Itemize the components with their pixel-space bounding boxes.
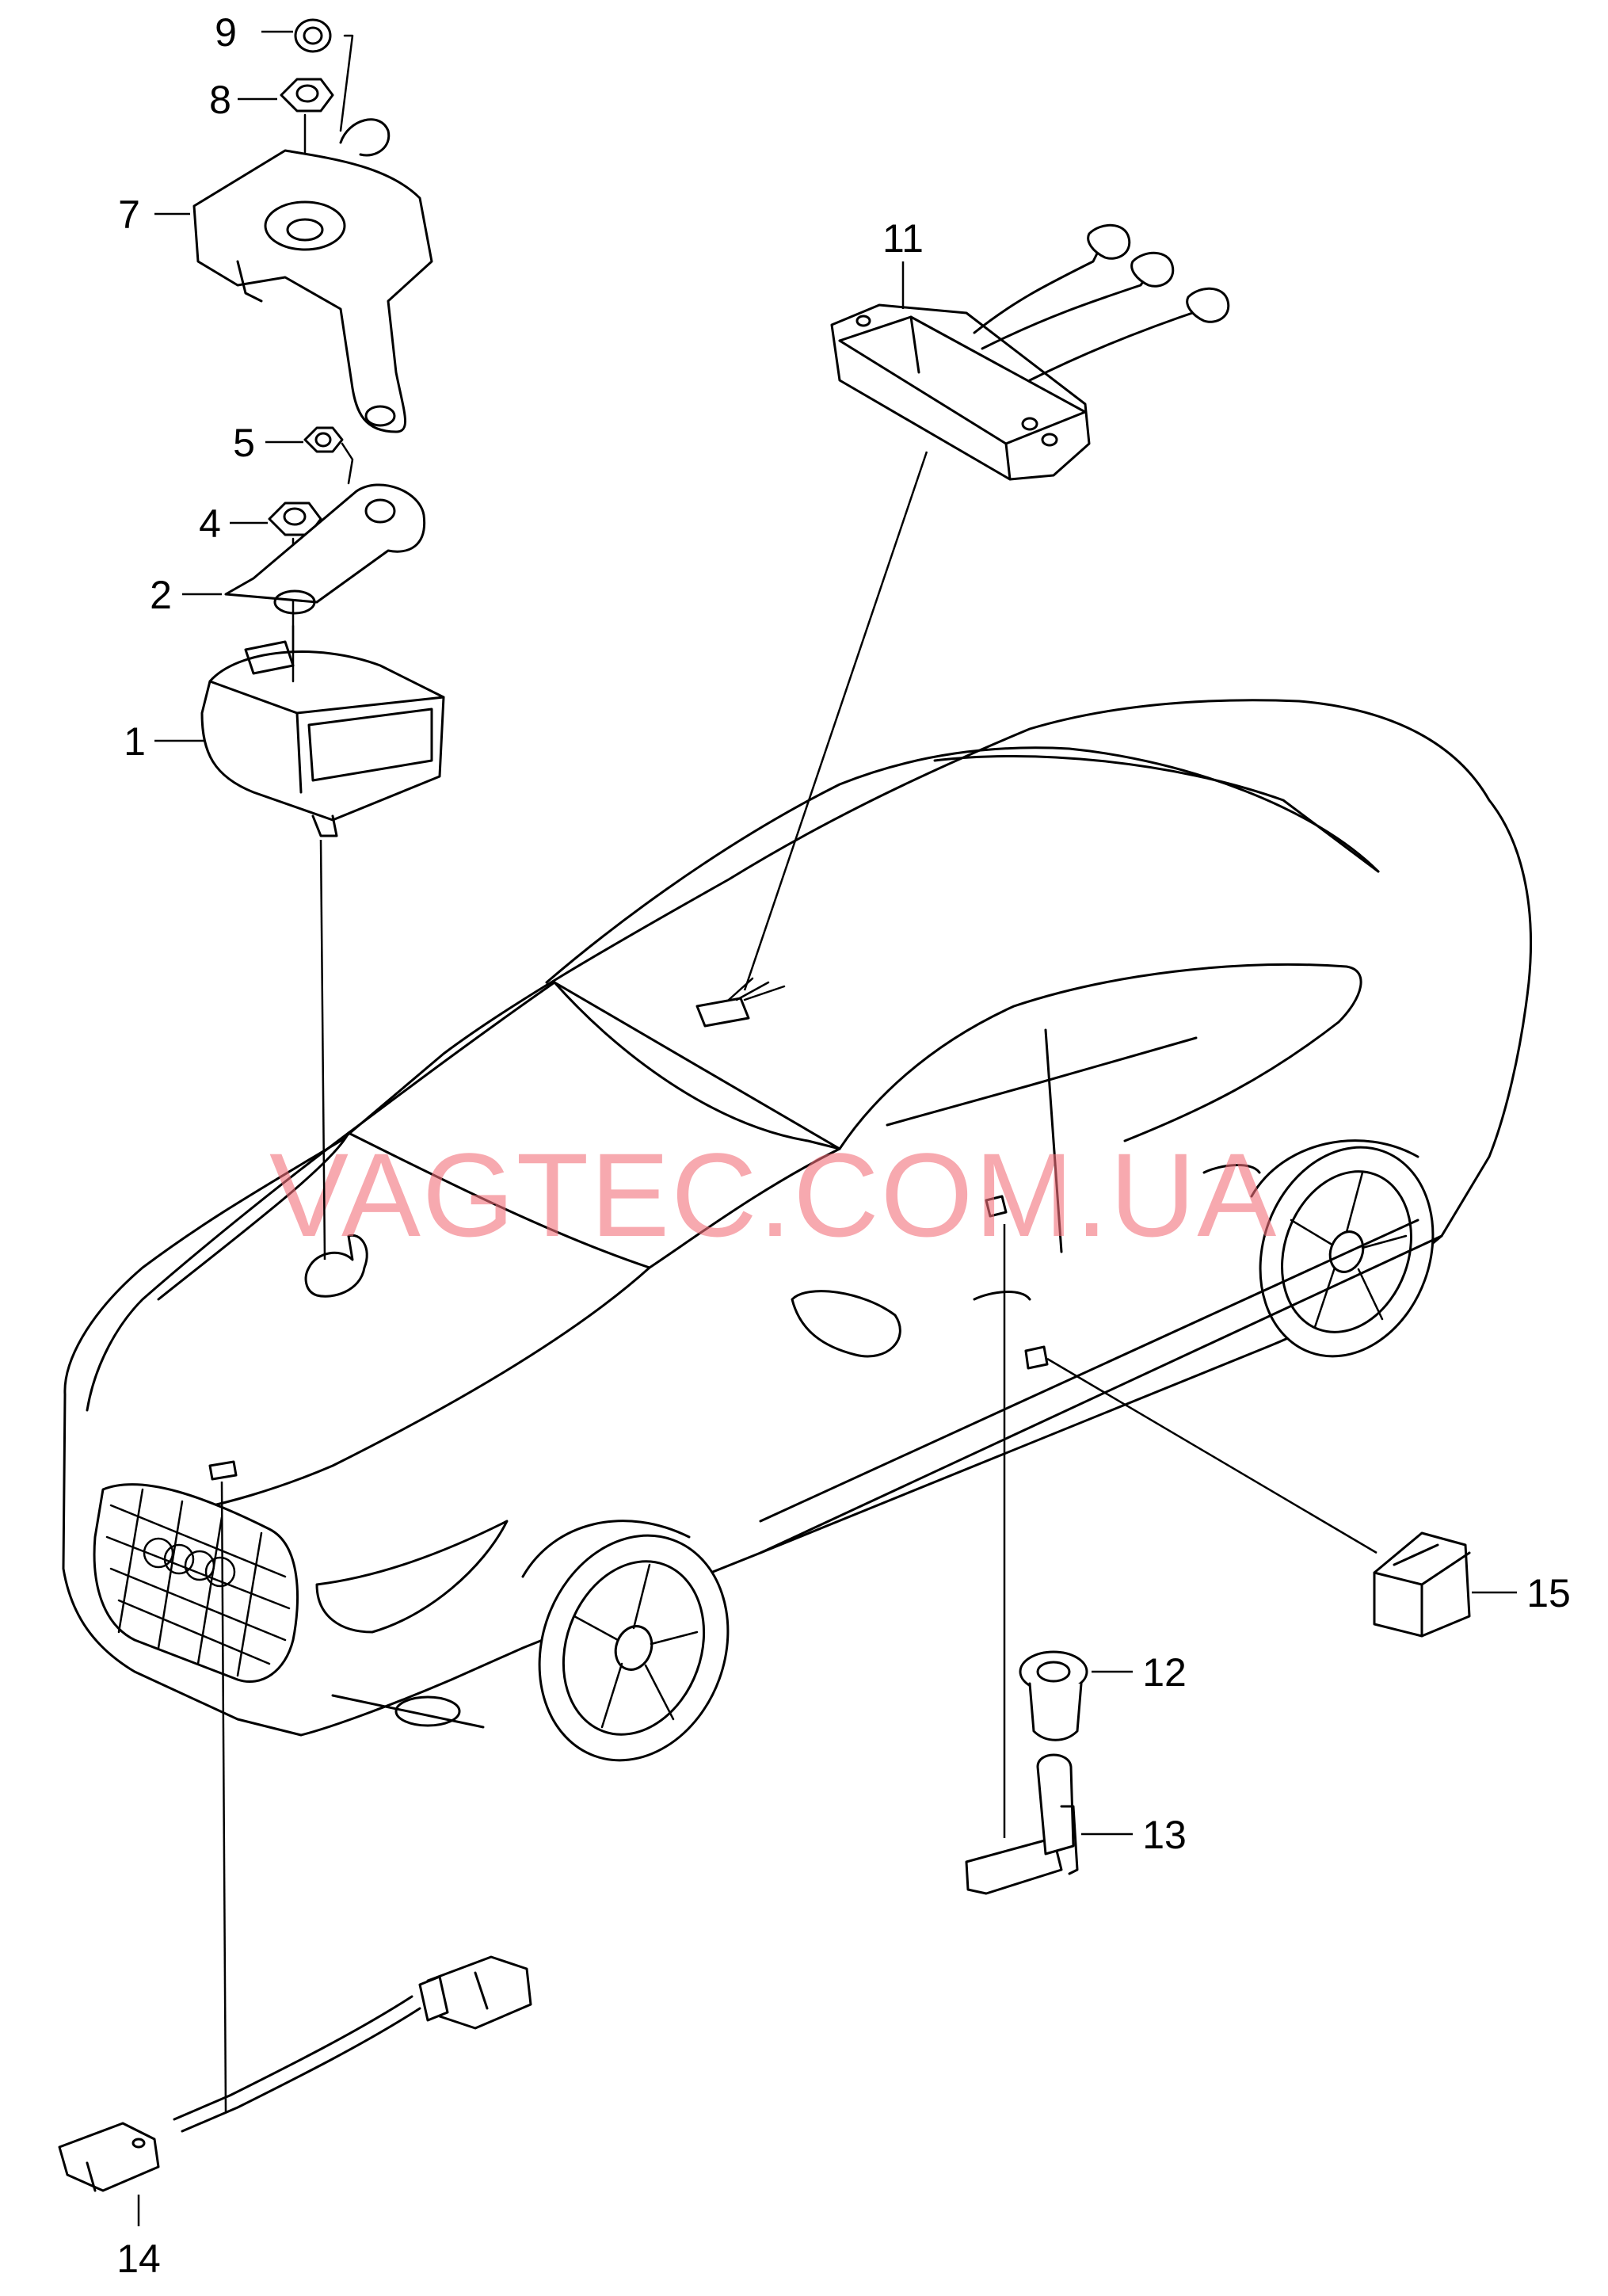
part-1-control-unit bbox=[200, 624, 445, 1261]
hood-marker bbox=[304, 1234, 368, 1298]
callout-9: 9 bbox=[215, 10, 237, 55]
callout-14: 14 bbox=[116, 2237, 161, 2281]
part-15-switch bbox=[1046, 1357, 1517, 1638]
callout-4: 4 bbox=[199, 502, 221, 546]
part-5-nut bbox=[303, 426, 354, 485]
roof-marker bbox=[695, 997, 750, 1028]
callout-1: 1 bbox=[124, 719, 146, 764]
bumper-marker bbox=[208, 1460, 238, 1481]
car-illustration bbox=[62, 699, 1533, 1762]
part-7-bracket bbox=[192, 118, 433, 433]
callout-2: 2 bbox=[150, 573, 172, 617]
callout-12: 12 bbox=[1142, 1650, 1187, 1695]
part-13-sensor bbox=[965, 1224, 1133, 1895]
part-9-nut bbox=[294, 18, 354, 132]
front-wheel bbox=[521, 1520, 730, 1762]
callout-5: 5 bbox=[233, 421, 255, 465]
sill-marker bbox=[1024, 1345, 1049, 1370]
part-2-plate bbox=[224, 483, 426, 615]
callout-7: 7 bbox=[118, 193, 140, 237]
door-marker bbox=[985, 1195, 1008, 1218]
callout-13: 13 bbox=[1142, 1813, 1187, 1857]
part-11-module bbox=[743, 223, 1230, 991]
callout-15: 15 bbox=[1526, 1571, 1571, 1615]
part-14-harness bbox=[58, 1481, 532, 2226]
callout-11: 11 bbox=[882, 216, 924, 261]
watermark-text: VAGTEC.COM.UA bbox=[269, 1128, 1278, 1261]
part-12-grommet bbox=[1019, 1650, 1133, 1741]
callout-8: 8 bbox=[209, 78, 231, 122]
